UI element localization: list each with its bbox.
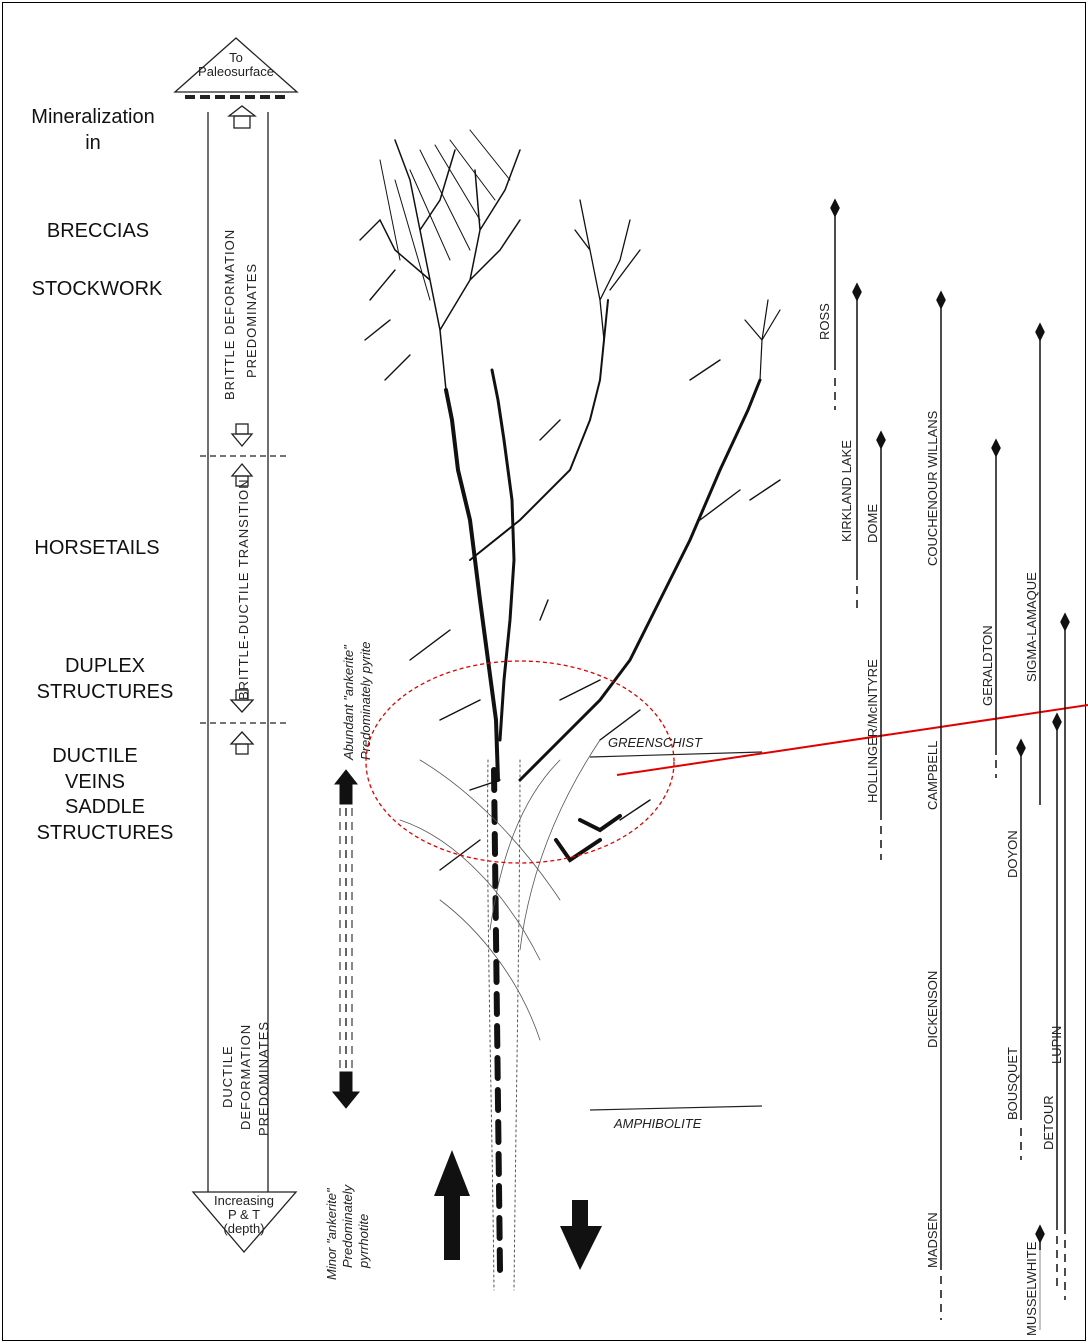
column-bottom-line3: (depth) <box>223 1221 264 1236</box>
mine-detour: DETOUR <box>1041 1095 1056 1150</box>
alteration-upper-line1: Abundant "ankerite" <box>341 644 356 761</box>
mine-madsen: MADSEN <box>925 1212 940 1268</box>
facies-greenschist: GREENSCHIST <box>608 735 703 750</box>
mine-lupin: LUPIN <box>1049 1026 1064 1064</box>
column-bottom-line2: P & T <box>228 1207 260 1222</box>
alteration-lower-line1: Minor "ankerite" <box>324 1187 339 1280</box>
facies-lines <box>590 752 762 1110</box>
mine-campbell: CAMPBELL <box>925 741 940 810</box>
mine-dickenson: DICKENSON <box>925 971 940 1048</box>
alteration-lower-line3: pyrrhotite <box>356 1214 371 1269</box>
mine-sigma-lamaque: SIGMA-LAMAQUE <box>1024 572 1039 682</box>
mine-bousquet: BOUSQUET <box>1005 1047 1020 1120</box>
zone-transition: BRITTLE-DUCTILE TRANSITION <box>236 478 251 700</box>
column-top-line2: Paleosurface <box>198 64 274 79</box>
mine-ross: ROSS <box>817 303 832 340</box>
shear-arrows <box>434 1150 602 1270</box>
mine-hollinger: HOLLINGER/McINTYRE <box>865 659 880 803</box>
zone-brittle-line2: PREDOMINATES <box>244 263 259 378</box>
alteration-upper-line2: Predominately pyrite <box>358 642 373 761</box>
mine-kirkland-lake: KIRKLAND LAKE <box>839 440 854 542</box>
zone-brittle-line1: BRITTLE DEFORMATION <box>222 229 237 400</box>
zone-ductile-line1: DUCTILE <box>220 1045 235 1108</box>
column-top-line1: To <box>229 50 243 65</box>
mine-couchenour-willans: COUCHENOUR WILLANS <box>925 410 940 566</box>
column-bottom-line1: Increasing <box>214 1193 274 1208</box>
alteration-arrow <box>333 770 359 1108</box>
mine-geraldton: GERALDTON <box>980 625 995 706</box>
zone-ductile-line3: PREDOMINATES <box>256 1021 271 1136</box>
alteration-lower-line2: Predominately <box>340 1183 355 1268</box>
facies-amphibolite: AMPHIBOLITE <box>613 1116 702 1131</box>
vein-system-sketch <box>360 130 780 1290</box>
mine-doyon: DOYON <box>1005 830 1020 878</box>
mine-musselwhite: MUSSELWHITE <box>1024 1241 1039 1336</box>
zone-ductile-line2: DEFORMATION <box>238 1024 253 1130</box>
mine-dome: DOME <box>865 504 880 543</box>
